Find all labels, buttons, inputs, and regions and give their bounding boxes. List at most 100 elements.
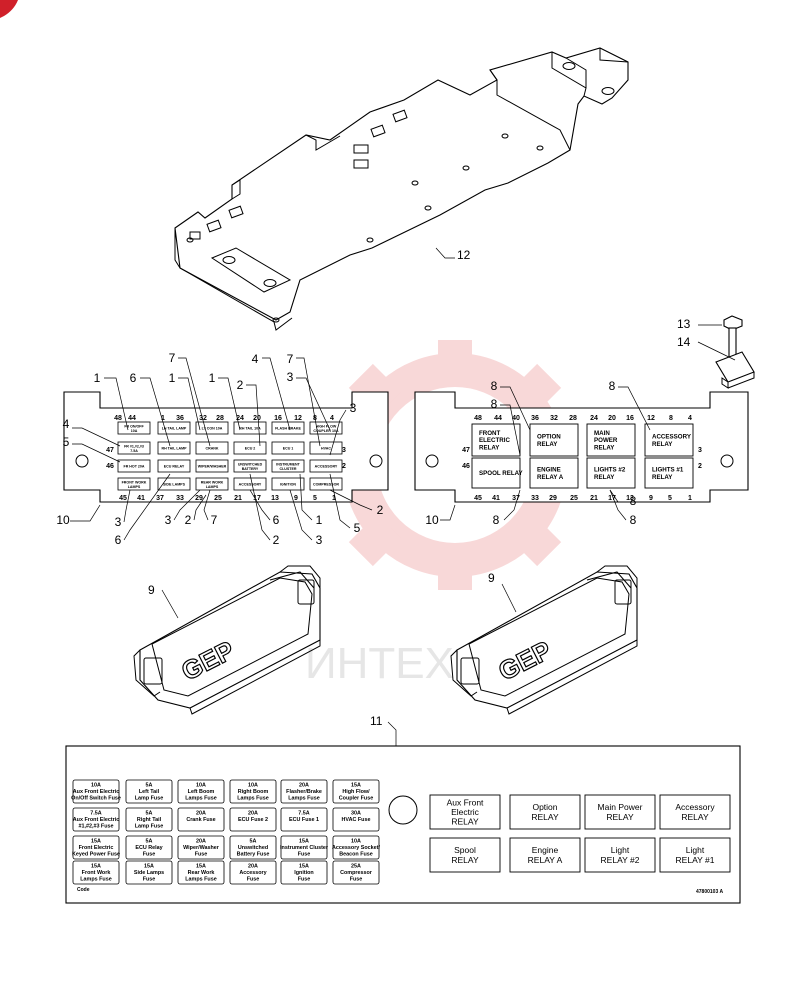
callout-number: 8 xyxy=(491,379,498,393)
pin-number: 13 xyxy=(271,495,279,502)
label-fuse-name: Lamps Fuse xyxy=(185,877,216,883)
callout-number: 1 xyxy=(169,371,176,385)
label-fuse-box xyxy=(72,807,120,832)
callout-number: 2 xyxy=(273,533,280,547)
label-fuse-amp: 10A xyxy=(91,783,101,789)
fuse-slot-label: 7.5A xyxy=(130,449,138,453)
leader-line xyxy=(72,443,121,463)
label-fuse-amp: 20A xyxy=(196,811,206,817)
label-fuse-name: Right Tail xyxy=(137,817,162,823)
leader-line xyxy=(178,377,201,431)
fuse-slot-label: IGNITION xyxy=(280,483,296,487)
label-fuse-name: Left Boom xyxy=(188,789,215,795)
pin-number: 28 xyxy=(216,415,224,422)
label-fuse-name: Wiper/Washer xyxy=(183,845,220,851)
callout-number: 8 xyxy=(491,397,498,411)
label-fuse-box xyxy=(177,807,225,832)
label-fuse-name: Keyed Power Fuse xyxy=(72,852,120,858)
label-relay-text: Option xyxy=(532,802,557,812)
label-relay-text: RELAY xyxy=(451,855,479,865)
leader-line xyxy=(296,377,331,431)
fuse-box-cover-left: GEP xyxy=(133,565,321,715)
label-fuse-amp: 25A xyxy=(351,864,361,870)
label-fuse-name: Front Work xyxy=(82,870,111,876)
relay-slot-label: MAIN xyxy=(594,430,610,437)
leader-line xyxy=(609,489,627,521)
callout-number: 8 xyxy=(630,513,637,527)
label-fuse-name: Aux Front Electric xyxy=(73,789,119,795)
label-fuse-box xyxy=(229,860,277,885)
label-fuse-box xyxy=(125,835,173,860)
pin-number: 25 xyxy=(570,495,578,502)
leader-line xyxy=(249,473,271,541)
relay-slot-label: ACCESSORY xyxy=(652,434,692,441)
label-fuse-name: Left Tail xyxy=(139,789,160,795)
leader-line xyxy=(173,489,201,521)
leader-line xyxy=(249,489,271,521)
label-fuse-name: Flasher/Brake xyxy=(286,789,322,795)
callout-number: 4 xyxy=(63,417,70,431)
label-fuse-name: Lamp Fuse xyxy=(135,796,163,802)
label-fuse-name: Fuse xyxy=(143,852,156,858)
label-fuse-name: Instrument Cluster xyxy=(280,845,329,851)
label-fuse-name: #1,#2,#3 Fuse xyxy=(78,824,113,830)
leader-line xyxy=(72,427,121,447)
pin-number: 41 xyxy=(137,495,145,502)
label-relay-text: RELAY A xyxy=(528,855,563,865)
fuse-slot-label: CRANK xyxy=(206,447,219,451)
fuse-slot-label: FLASH BRAKE xyxy=(275,427,301,431)
pin-number: 33 xyxy=(176,495,184,502)
pin-number: 45 xyxy=(474,495,482,502)
fuse-slot-label: FRONT WORK xyxy=(122,481,147,485)
label-fuse-name: Fuse xyxy=(298,877,311,883)
label-relay-text: Engine xyxy=(532,845,559,855)
pin-number: 4 xyxy=(330,415,334,422)
label-fuse-box xyxy=(72,860,120,885)
label-fuse-box xyxy=(72,779,120,804)
fuse-slot xyxy=(117,441,151,455)
pin-number: 33 xyxy=(531,495,539,502)
relay-slot-label: RELAY A xyxy=(537,474,564,481)
label-fuse-name: Accessory xyxy=(239,870,266,876)
leader-line xyxy=(440,504,456,521)
label-fuse-amp: 20A xyxy=(248,811,258,817)
label-relay-text: Accessory xyxy=(675,802,715,812)
relay-slot xyxy=(586,457,636,489)
relay-slot-label: RELAY xyxy=(652,474,673,481)
fuse-slot xyxy=(233,459,267,473)
leader-line xyxy=(140,377,171,447)
relay-slot-label: RELAY xyxy=(594,444,615,451)
label-relay-box xyxy=(429,794,501,830)
callout-number: 3 xyxy=(115,515,122,529)
label-relay-box xyxy=(584,794,656,830)
relay-slot-label: RELAY xyxy=(537,441,558,448)
fuse-slot-label: ACCESSORY xyxy=(315,465,338,469)
pin-number: 47 xyxy=(106,447,114,454)
pin-number: 46 xyxy=(106,463,114,470)
callout-number: 2 xyxy=(185,513,192,527)
callout-number: 7 xyxy=(287,352,294,366)
relay-slot-label: LIGHTS #1 xyxy=(652,467,684,474)
callout-number: 3 xyxy=(316,533,323,547)
fuse-slot xyxy=(157,477,191,491)
fuse-slot-label: LAMPS xyxy=(206,485,219,489)
pin-number: 9 xyxy=(294,495,298,502)
leader-line xyxy=(203,489,211,521)
label-fuse-amp: 7.5A xyxy=(90,811,101,817)
pin-number: 2 xyxy=(342,463,346,470)
leader-line xyxy=(329,409,347,456)
callout-13: 13 xyxy=(677,317,691,331)
callout-14: 14 xyxy=(677,335,691,349)
fuse-slot-label: FR ON/OFF xyxy=(124,425,144,429)
relay-slot-label: ENGINE xyxy=(537,467,561,474)
pin-number: 12 xyxy=(647,415,655,422)
label-fuse-amp: 15A xyxy=(196,864,206,870)
pin-number: 45 xyxy=(119,495,127,502)
label-relay-box xyxy=(659,794,731,830)
label-fuse-box xyxy=(125,807,173,832)
fuse-slot-label: ECU 2 xyxy=(245,447,256,451)
label-fuse-name: Fuse xyxy=(143,877,156,883)
callout-number: 10 xyxy=(425,513,439,527)
callout-number: 8 xyxy=(609,379,616,393)
leader-line xyxy=(246,384,261,447)
